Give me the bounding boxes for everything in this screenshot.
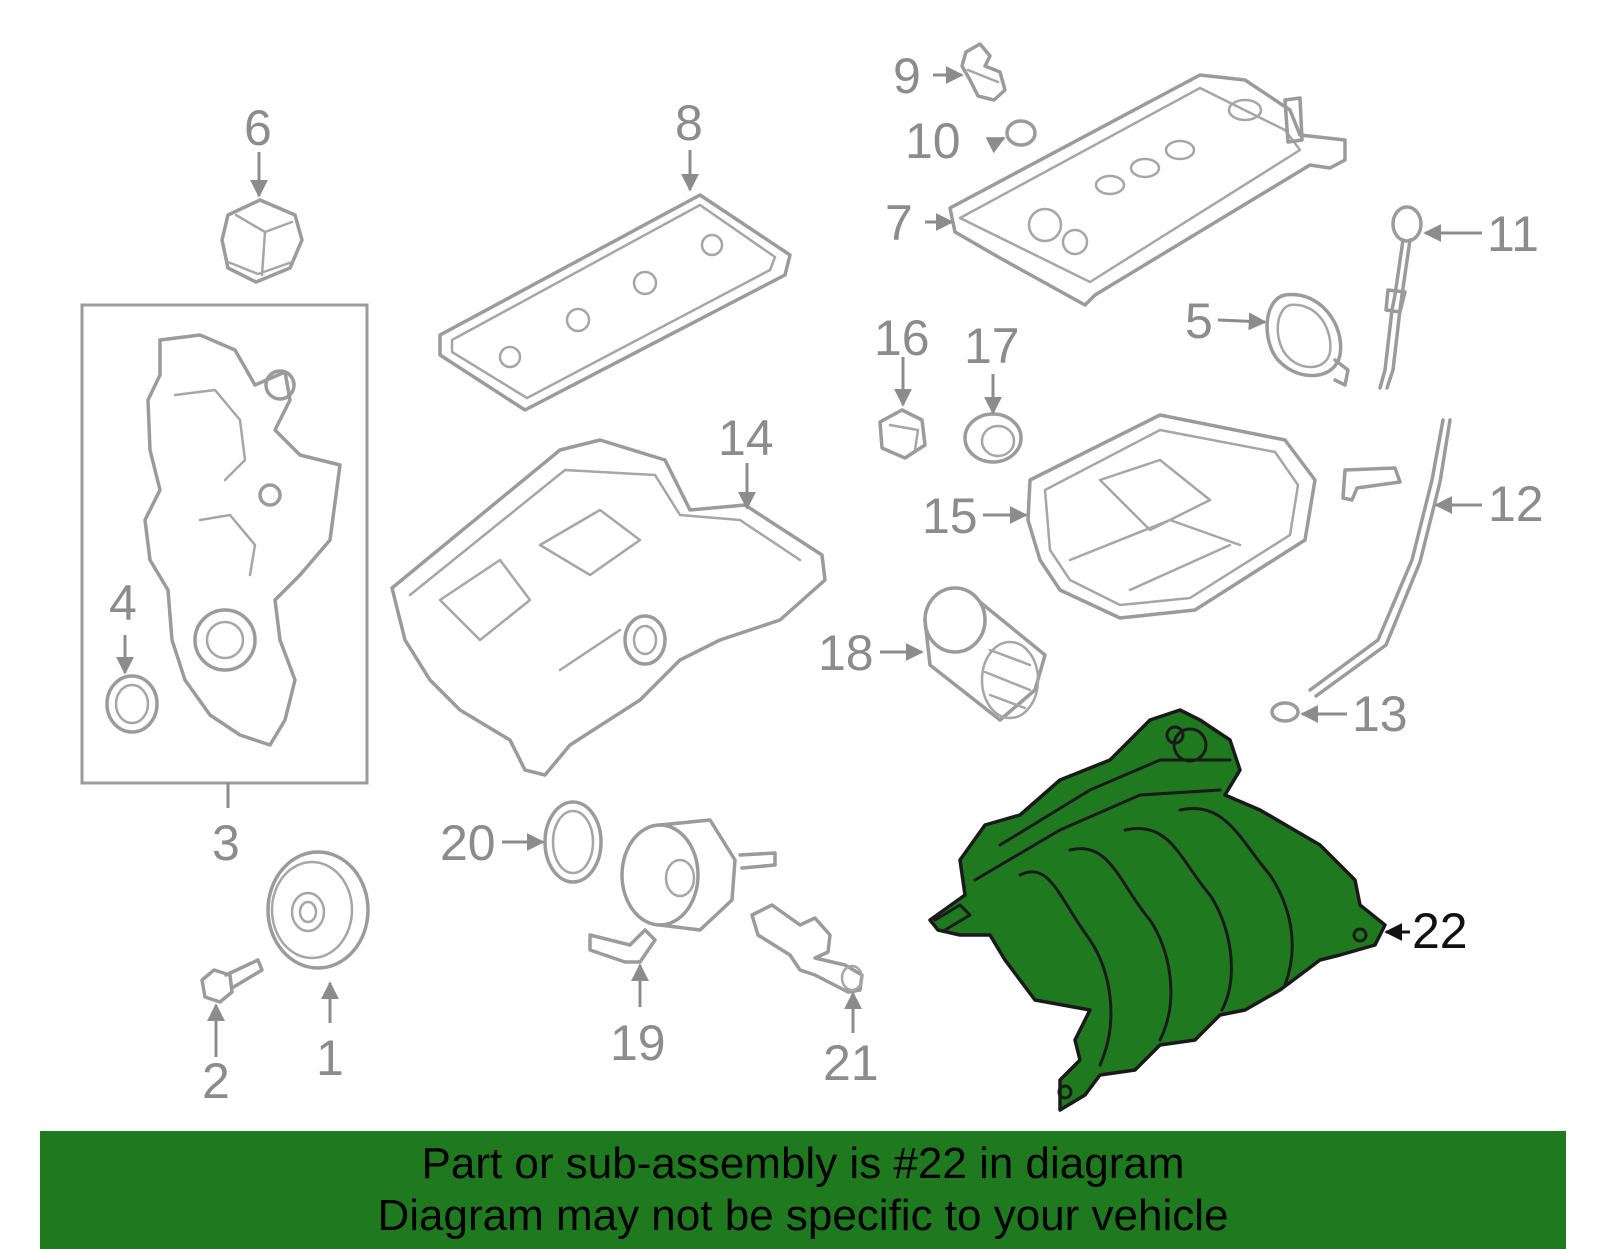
part-11-oil-dipstick[interactable] bbox=[1378, 205, 1423, 390]
callout-19: 19 bbox=[610, 1015, 666, 1071]
callout-8: 8 bbox=[675, 95, 703, 151]
callout-labels: 6 8 9 10 7 11 5 16 17 14 15 12 13 18 4 3… bbox=[109, 48, 1544, 1109]
callout-1: 1 bbox=[316, 1030, 344, 1086]
callout-21: 21 bbox=[823, 1035, 879, 1091]
part-15-oil-pan[interactable] bbox=[1026, 413, 1317, 620]
part-5-rear-main-seal[interactable] bbox=[1265, 292, 1350, 387]
part-21-cooler-bolt[interactable] bbox=[750, 903, 864, 994]
callout-4: 4 bbox=[109, 575, 137, 631]
part-18-oil-filter[interactable] bbox=[923, 586, 1047, 722]
part-16-oil-drain-plug[interactable] bbox=[878, 408, 927, 460]
banner-line-1: Part or sub-assembly is #22 in diagram bbox=[421, 1139, 1185, 1188]
callout-2: 2 bbox=[202, 1053, 230, 1109]
part-19-oil-cooler[interactable] bbox=[588, 818, 777, 964]
callout-10: 10 bbox=[905, 113, 961, 169]
part-1-crankshaft-pulley[interactable] bbox=[266, 850, 370, 970]
part-22-intake-manifold[interactable] bbox=[928, 708, 1387, 1112]
part-4-front-crank-seal[interactable] bbox=[105, 674, 159, 734]
part-8-valve-cover-gasket[interactable] bbox=[438, 193, 792, 412]
part-17-drain-plug-gasket[interactable] bbox=[963, 412, 1023, 464]
part-7-valve-cover[interactable] bbox=[948, 73, 1347, 307]
exploded-parts-diagram: 6 8 9 10 7 11 5 16 17 14 15 12 13 18 4 3… bbox=[80, 42, 1544, 1112]
callout-16: 16 bbox=[874, 310, 930, 366]
info-banner: Part or sub-assembly is #22 in diagram D… bbox=[40, 1131, 1566, 1249]
part-14-upper-oil-pan[interactable] bbox=[390, 438, 827, 777]
part-10-pcv-grommet[interactable] bbox=[1005, 119, 1037, 147]
callout-17: 17 bbox=[964, 318, 1020, 374]
part-9-pcv-valve[interactable] bbox=[960, 42, 1007, 102]
callout-12: 12 bbox=[1488, 476, 1544, 532]
callout-13: 13 bbox=[1352, 686, 1408, 742]
callout-9: 9 bbox=[893, 48, 921, 104]
part-12-dipstick-tube[interactable] bbox=[1308, 418, 1452, 698]
part-13-tube-o-ring[interactable] bbox=[1270, 701, 1300, 723]
callout-18: 18 bbox=[818, 625, 874, 681]
callout-14: 14 bbox=[718, 410, 774, 466]
callout-3: 3 bbox=[212, 815, 240, 871]
part-6-oil-filler-cap[interactable] bbox=[220, 198, 304, 284]
part-3-timing-cover-assembly[interactable] bbox=[80, 303, 369, 785]
callout-22: 22 bbox=[1412, 903, 1468, 959]
callout-15: 15 bbox=[922, 488, 978, 544]
callout-7: 7 bbox=[885, 195, 913, 251]
callout-20: 20 bbox=[440, 815, 496, 871]
part-2-pulley-bolt[interactable] bbox=[200, 958, 264, 1004]
part-20-oil-cooler-o-ring[interactable] bbox=[543, 800, 603, 884]
leader-lines bbox=[116, 66, 1482, 1057]
callout-6: 6 bbox=[244, 100, 272, 156]
callout-11: 11 bbox=[1487, 206, 1539, 262]
banner-line-2: Diagram may not be specific to your vehi… bbox=[377, 1191, 1229, 1240]
callout-5: 5 bbox=[1185, 293, 1213, 349]
